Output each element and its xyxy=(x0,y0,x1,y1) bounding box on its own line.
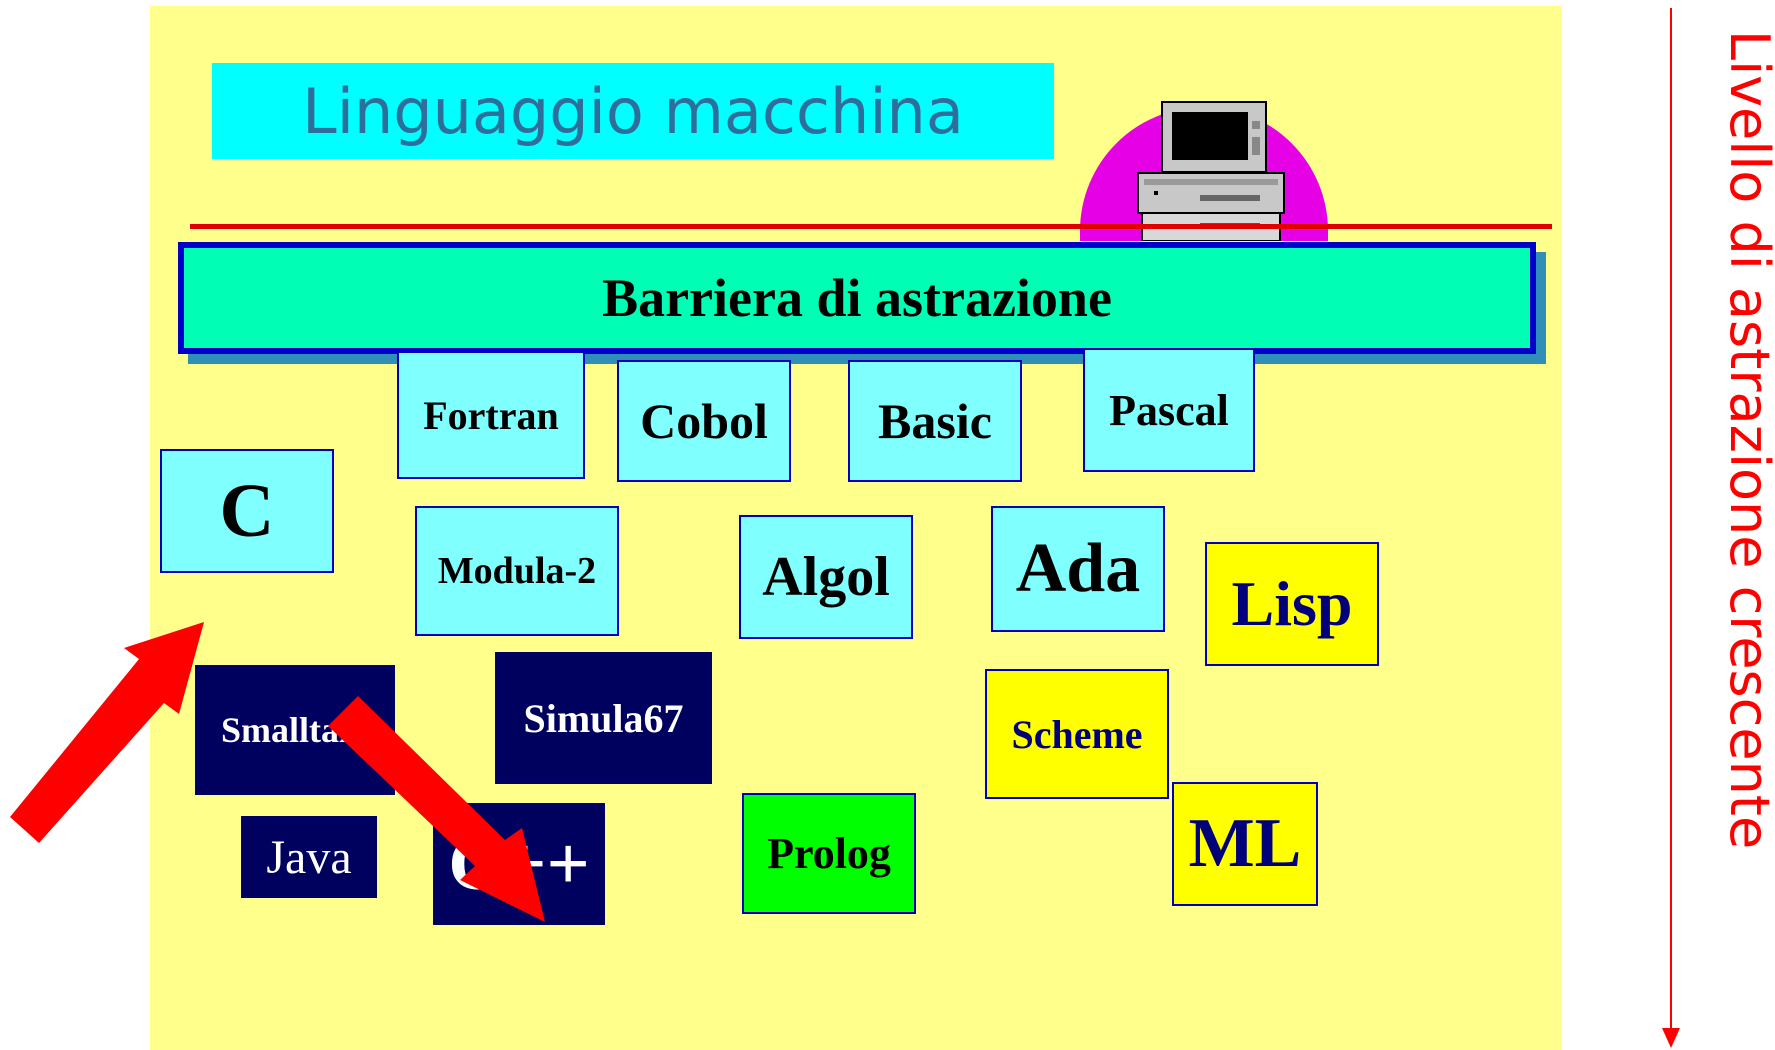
lang-ada-label: Ada xyxy=(1015,530,1141,607)
abstraction-line xyxy=(190,224,1552,229)
lang-cobol: Cobol xyxy=(617,360,791,482)
lang-ml: ML xyxy=(1172,782,1318,906)
lang-simula67-label: Simula67 xyxy=(523,695,684,741)
title-box: Linguaggio macchina xyxy=(212,63,1054,159)
lang-basic: Basic xyxy=(848,360,1022,482)
lang-modula2: Modula-2 xyxy=(415,506,619,636)
lang-algol-label: Algol xyxy=(762,546,890,608)
lang-modula2-label: Modula-2 xyxy=(437,550,597,592)
slide: Linguaggio macchina Barriera di astrazio… xyxy=(150,6,1562,1050)
lang-cpp-label: C++ xyxy=(448,821,590,906)
lang-pascal-label: Pascal xyxy=(1109,385,1229,435)
lang-ml-label: ML xyxy=(1188,805,1302,882)
lang-algol: Algol xyxy=(739,515,913,639)
barrier-box: Barriera di astrazione xyxy=(178,242,1536,354)
lang-lisp-label: Lisp xyxy=(1231,568,1353,639)
lang-scheme: Scheme xyxy=(985,669,1169,799)
computer-icon xyxy=(1080,91,1360,242)
lang-simula67: Simula67 xyxy=(495,652,712,784)
title-text: Linguaggio macchina xyxy=(302,74,964,148)
lang-ada: Ada xyxy=(991,506,1165,632)
lang-pascal: Pascal xyxy=(1083,348,1255,472)
lang-basic-label: Basic xyxy=(878,393,992,449)
lang-c-label: C xyxy=(219,468,275,553)
lang-smalltalk-label: Smalltalk xyxy=(220,710,370,750)
lang-lisp: Lisp xyxy=(1205,542,1379,666)
lang-fortran: Fortran xyxy=(397,351,585,479)
axis-label: Livello di astrazione crescente xyxy=(1718,30,1775,850)
lang-smalltalk: Smalltalk xyxy=(195,665,395,795)
lang-cpp: C++ xyxy=(433,803,605,925)
lang-cobol-label: Cobol xyxy=(640,393,768,449)
lang-prolog-label: Prolog xyxy=(767,829,891,878)
lang-scheme-label: Scheme xyxy=(1011,711,1143,757)
lang-prolog: Prolog xyxy=(742,793,916,914)
lang-java-label: Java xyxy=(266,830,352,884)
lang-fortran-label: Fortran xyxy=(423,392,559,438)
barrier-text: Barriera di astrazione xyxy=(602,268,1112,328)
lang-c: C xyxy=(160,449,334,573)
lang-java: Java xyxy=(241,816,377,898)
axis-arrow xyxy=(1662,1028,1680,1048)
